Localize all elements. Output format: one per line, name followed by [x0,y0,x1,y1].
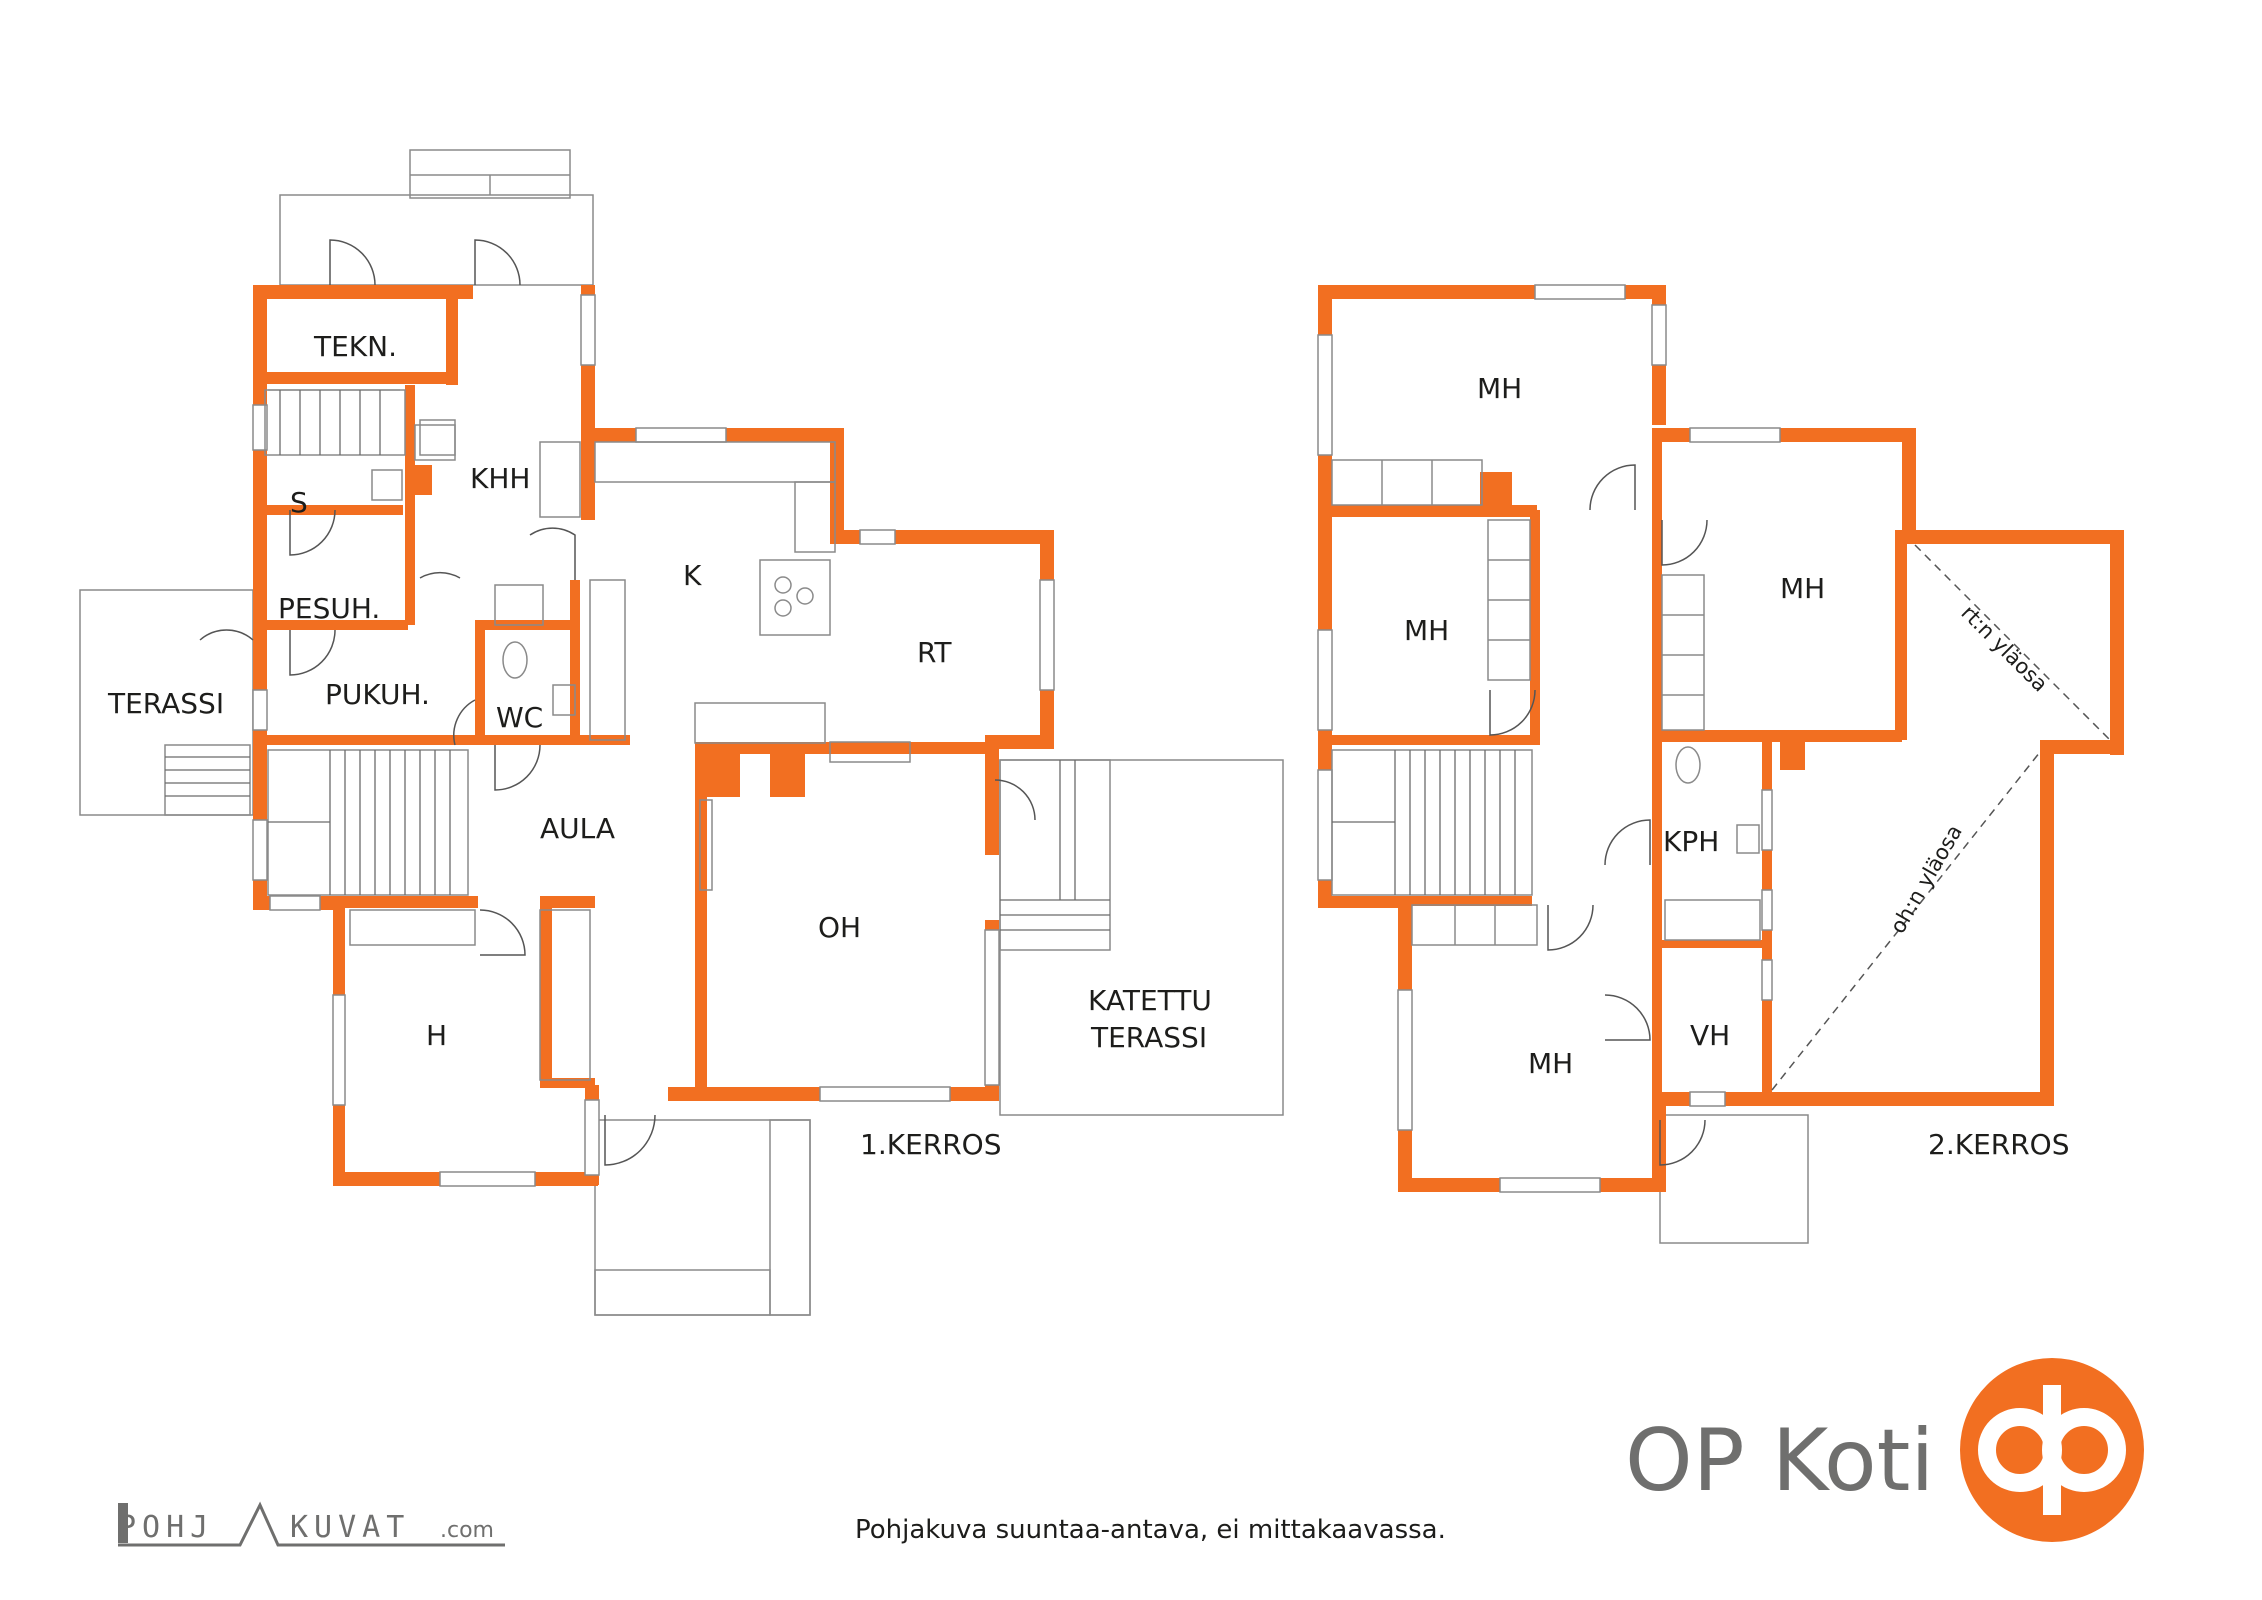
room-label-khh: KHH [470,462,530,495]
room-label-katettu: KATETTU [1088,984,1212,1017]
room-label-tekn: TEKN. [313,330,397,363]
upper-part-oh-label: oh:n yläosa [1886,821,1967,938]
room-label-wc: WC [496,701,543,734]
floor-2-windows [1317,284,1781,1193]
floor-1-staircase [264,389,469,896]
room-label-s: S [290,486,308,519]
floor-1-doors [199,239,1036,1166]
disclaimer: Pohjakuva suuntaa-antava, ei mittakaavas… [855,1515,1446,1545]
room-label-katettu-terassi: TERASSI [1090,1021,1207,1054]
wc-fixtures [414,424,576,716]
room-label-k: K [683,559,702,592]
floor-1-plan [79,149,1284,1316]
floor-1-labels: TEKN. KHH S PESUH. PUKUH. WC TERASSI AUL… [107,330,1212,1161]
watermark: POHJ KUVAT .com [118,1501,505,1547]
room-label-vh: VH [1690,1019,1730,1052]
room-label-mh-right: MH [1780,572,1825,605]
floor-2-staircase [1331,749,1533,896]
covered-terrace [999,759,1284,1116]
room-label-kph: KPH [1663,825,1719,858]
room-label-mh-top: MH [1477,372,1522,405]
kitchen-counters [349,419,911,1081]
floor-1-title: 1.KERROS [860,1128,1002,1161]
entrance-porch-top [279,149,594,286]
floor-1-windows [252,294,1055,1187]
floor-2-title: 2.KERROS [1928,1128,2070,1161]
balcony [1659,1114,1809,1244]
watermark-left: POHJ [118,1510,214,1545]
room-label-terassi: TERASSI [107,687,224,720]
room-label-oh: OH [818,911,861,944]
room-label-pukuh: PUKUH. [325,678,430,711]
brand-name: OP Koti [1625,1411,1934,1511]
room-label-h: H [426,1019,447,1052]
watermark-suffix: .com [440,1518,494,1543]
floor-1-walls [253,285,1054,1186]
floor-2-walls [1318,285,2124,1192]
upper-part-areas [1771,544,2111,1091]
room-label-pesuh: PESUH. [278,592,380,625]
room-label-mh-bottom: MH [1528,1047,1573,1080]
brand: OP Koti [1625,1358,2144,1542]
front-porch [594,1119,811,1316]
op-logo-icon [1960,1358,2144,1542]
floor-2-wardrobes [1331,459,1761,946]
room-label-aula: AULA [540,812,615,845]
watermark-right: KUVAT [290,1510,410,1545]
floor-2-plan [1317,284,2124,1244]
room-label-rt: RT [917,636,952,669]
floor-2-doors [1489,464,1708,1166]
room-label-mh-left: MH [1404,614,1449,647]
upper-part-rt-label: rt:n yläosa [1956,601,2052,697]
